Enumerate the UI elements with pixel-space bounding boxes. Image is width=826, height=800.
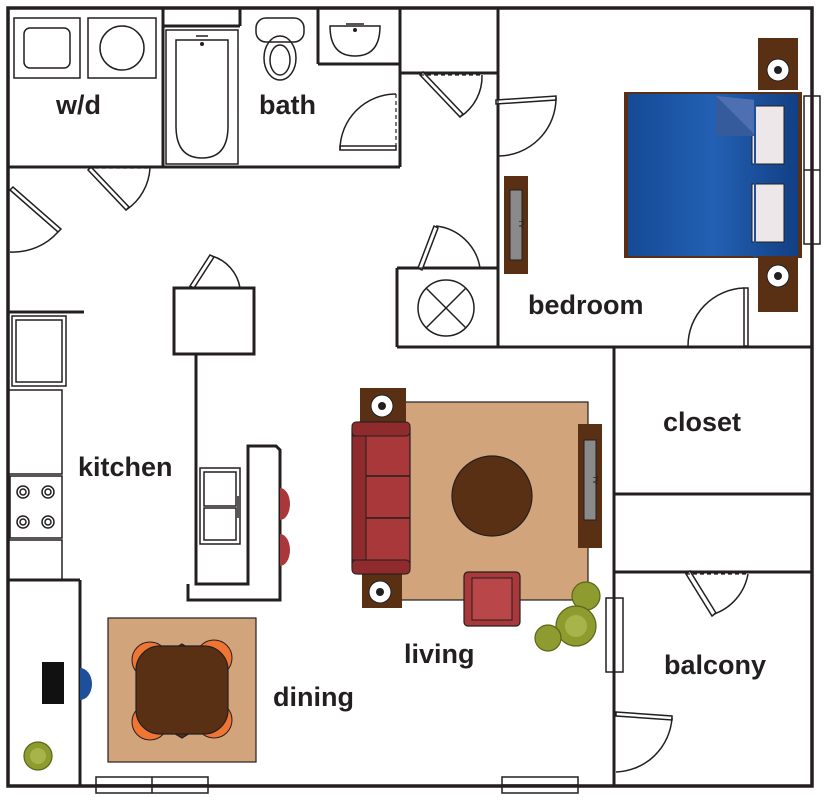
counter-left xyxy=(7,389,63,475)
side-table-top xyxy=(360,388,406,422)
room-label-balcony: balcony xyxy=(664,650,766,680)
living-tv: TV xyxy=(578,424,602,548)
plant-entry xyxy=(23,741,53,771)
bedroom-tv-label: TV xyxy=(517,220,524,229)
entry-console xyxy=(42,662,92,704)
living-tv-label: TV xyxy=(591,476,598,485)
armchair xyxy=(463,571,521,627)
bathtub xyxy=(165,29,239,165)
counter-left-bottom xyxy=(7,539,63,581)
washer-dryer xyxy=(13,17,157,79)
blanket-fold xyxy=(754,94,756,258)
doors xyxy=(7,70,749,773)
fridge xyxy=(11,315,67,387)
kitchen-island xyxy=(186,354,282,602)
nightstand-bottom xyxy=(758,258,798,312)
side-table-bottom xyxy=(362,574,402,608)
bedroom-tv: TV xyxy=(504,176,528,274)
room-label-wd: w/d xyxy=(55,90,101,120)
room-label-bath: bath xyxy=(259,90,316,120)
room-label-kitchen: kitchen xyxy=(78,452,173,482)
nightstand-top xyxy=(758,38,798,90)
fan-closet xyxy=(417,279,475,337)
dining-set xyxy=(107,617,257,763)
room-label-dining: dining xyxy=(273,682,354,712)
pantry xyxy=(172,286,256,356)
room-label-closet: closet xyxy=(663,407,741,437)
room-label-bedroom: bedroom xyxy=(528,290,644,320)
bed xyxy=(624,92,802,258)
sofa xyxy=(351,421,411,575)
room-label-living: living xyxy=(404,639,475,669)
windows xyxy=(95,95,821,794)
coffee-table xyxy=(451,455,533,537)
stove xyxy=(9,475,63,539)
sink xyxy=(329,23,381,57)
bar-stools xyxy=(280,488,290,566)
plants-living xyxy=(534,581,601,652)
toilet xyxy=(255,17,305,81)
